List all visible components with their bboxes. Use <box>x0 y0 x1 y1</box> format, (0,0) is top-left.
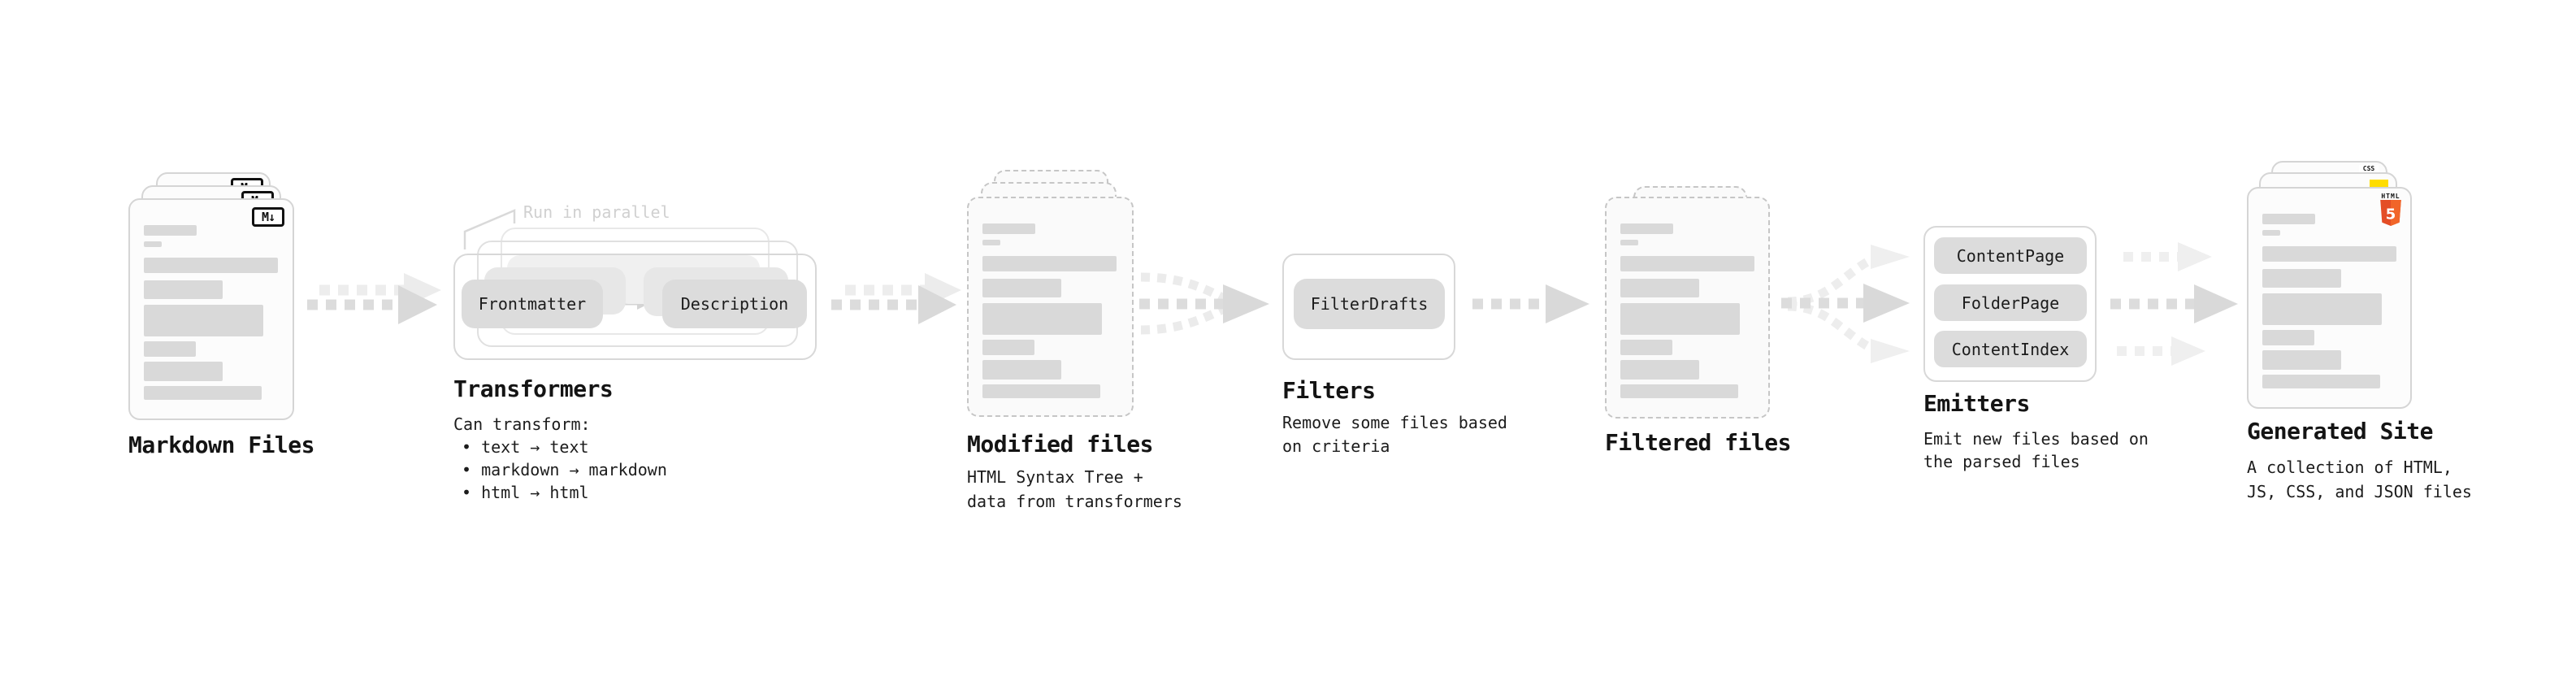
placeholder-text-bar <box>2262 269 2341 288</box>
filtered-files-title: Filtered files <box>1605 429 1792 456</box>
placeholder-text-bar <box>1620 384 1738 398</box>
emitter-pill-contentindex: ContentIndex <box>1934 331 2087 367</box>
placeholder-text-bar <box>144 341 196 357</box>
placeholder-text-bar <box>982 340 1034 355</box>
modified-files-title: Modified files <box>967 431 1154 458</box>
placeholder-text-bar <box>982 279 1061 297</box>
emitters-desc-line: the parsed files <box>1923 452 2080 471</box>
generated-desc-line: JS, CSS, and JSON files <box>2247 482 2472 501</box>
placeholder-text-bar <box>2262 293 2382 325</box>
placeholder-text-bar <box>2262 246 2396 262</box>
arrow-filtered-to-emitters-fanout-icon <box>1781 245 1910 363</box>
placeholder-text-bar <box>982 223 1035 234</box>
svg-text:5: 5 <box>2386 206 2396 223</box>
filters-description: Remove some files based on criteria <box>1282 411 1507 458</box>
arrow-transformers-to-modified-icon <box>831 285 956 324</box>
placeholder-text-bar <box>1620 240 1638 245</box>
placeholder-text-bar <box>1620 256 1754 271</box>
emitters-desc-line: Emit new files based on <box>1923 429 2149 449</box>
transformer-layer-front <box>453 254 817 360</box>
html5-icon: HTML 5 <box>2379 193 2402 229</box>
arrow-markdown-to-transformers-icon <box>307 285 437 324</box>
filters-title: Filters <box>1282 377 1376 404</box>
filters-desc-line: on criteria <box>1282 436 1390 456</box>
placeholder-text-bar <box>982 303 1102 335</box>
placeholder-text-bar <box>2262 350 2341 370</box>
arrow-modified-to-filters-merge-icon <box>1139 272 1269 335</box>
placeholder-text-bar <box>1620 223 1673 234</box>
placeholder-text-bar <box>982 240 1000 245</box>
placeholder-text-bar <box>2262 214 2315 224</box>
transformers-title: Transformers <box>453 375 614 402</box>
run-in-parallel-annotation: Run in parallel <box>523 202 670 222</box>
placeholder-text-bar <box>144 386 262 400</box>
arrow-emitters-to-generated-middle-icon <box>2110 284 2238 323</box>
arrow-emitters-to-generated-bottom-icon <box>2117 336 2205 366</box>
generated-site-description: A collection of HTML, JS, CSS, and JSON … <box>2247 455 2472 504</box>
generated-document-html: HTML 5 <box>2247 187 2412 409</box>
placeholder-text-bar <box>1620 340 1672 355</box>
placeholder-text-bar <box>982 360 1061 380</box>
filtered-document-front <box>1605 197 1770 419</box>
transformers-description: Can transform: • text → text • markdown … <box>453 413 667 504</box>
html5-shield: 5 <box>2380 200 2401 226</box>
markdown-files-title: Markdown Files <box>128 432 315 458</box>
generated-desc-line: A collection of HTML, <box>2247 458 2452 477</box>
markdown-document-front: M↓ <box>128 198 294 420</box>
transformer-pill-description: Description <box>662 280 807 328</box>
filters-desc-line: Remove some files based <box>1282 413 1507 432</box>
transformer-pill-frontmatter: Frontmatter <box>462 280 603 328</box>
generated-site-title: Generated Site <box>2247 418 2434 445</box>
placeholder-text-bar <box>144 362 223 381</box>
transformers-bullet: • text → text <box>462 437 589 457</box>
placeholder-text-bar <box>982 256 1117 271</box>
modified-files-description: HTML Syntax Tree + data from transformer… <box>967 465 1182 514</box>
placeholder-text-bar <box>144 225 197 236</box>
placeholder-text-bar <box>144 305 263 336</box>
placeholder-text-bar <box>2262 330 2314 345</box>
filter-pill-filterdrafts: FilterDrafts <box>1294 279 1445 329</box>
modified-document-front <box>967 197 1134 417</box>
placeholder-text-bar <box>2262 375 2380 388</box>
modified-desc-line: data from transformers <box>967 492 1182 511</box>
markdown-icon: M↓ <box>252 207 284 227</box>
modified-desc-line: HTML Syntax Tree + <box>967 467 1143 487</box>
placeholder-text-bar <box>144 241 162 247</box>
emitter-pill-folderpage: FolderPage <box>1934 284 2087 321</box>
run-in-parallel-leader-line <box>463 209 516 249</box>
html5-icon-word: HTML <box>2381 193 2400 200</box>
placeholder-text-bar <box>1620 279 1699 297</box>
emitter-pill-contentpage: ContentPage <box>1934 237 2087 274</box>
placeholder-text-bar <box>1620 303 1740 335</box>
placeholder-text-bar <box>2262 230 2280 236</box>
arrow-emitters-to-generated-top-icon <box>2123 242 2212 271</box>
placeholder-text-bar <box>1620 360 1699 380</box>
placeholder-text-bar <box>144 280 223 299</box>
placeholder-text-bar <box>982 384 1100 398</box>
transformers-desc-heading: Can transform: <box>453 414 591 434</box>
emitters-title: Emitters <box>1923 390 2030 417</box>
transformers-bullet: • html → html <box>462 483 589 502</box>
emitters-description: Emit new files based on the parsed files <box>1923 427 2149 473</box>
arrow-filters-to-filtered-icon <box>1472 284 1589 323</box>
transformers-bullet: • markdown → markdown <box>462 460 667 479</box>
placeholder-text-bar <box>144 258 278 273</box>
